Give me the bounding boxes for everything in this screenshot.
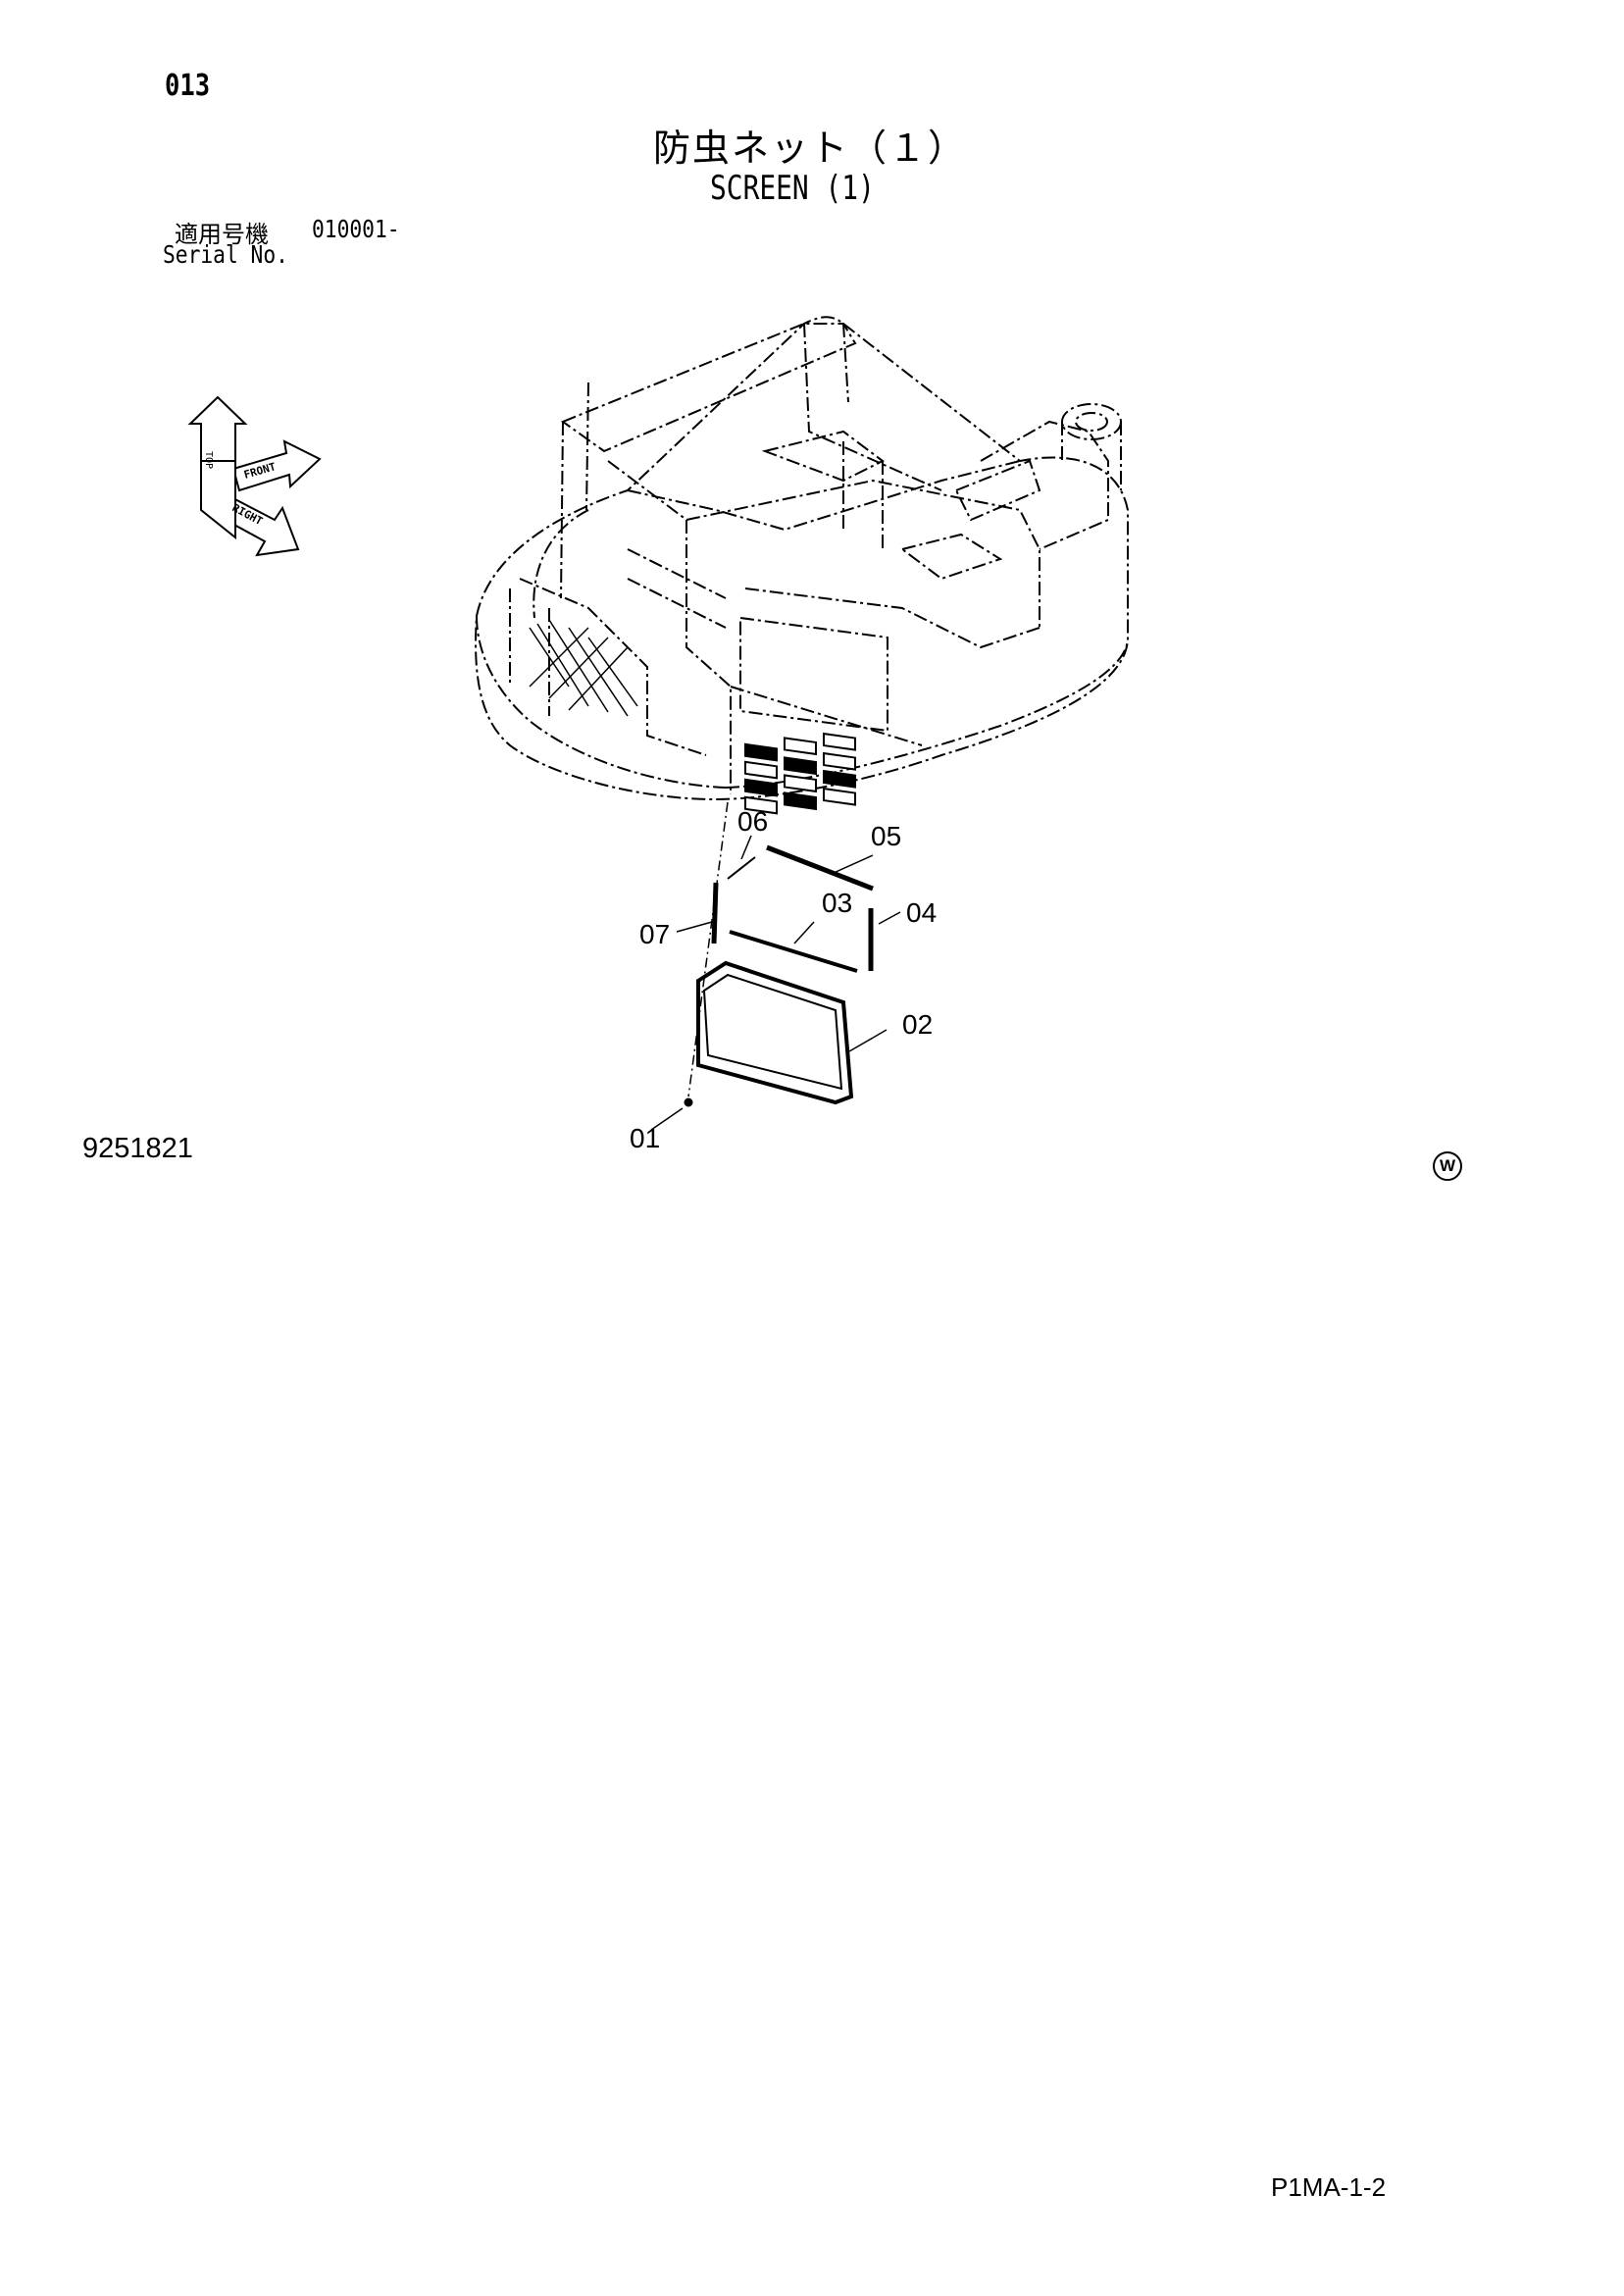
- callout-06: 06: [737, 806, 768, 837]
- part-05-strip: [766, 844, 874, 892]
- drawing-number: 9251821: [82, 1133, 193, 1164]
- top-arrow-icon: [187, 395, 248, 462]
- w-circle-mark: W: [1433, 1151, 1462, 1181]
- part-06-strip: [727, 856, 756, 880]
- page-title-japanese: 防虫ネット（１）: [653, 127, 968, 170]
- screen-parts: [684, 844, 874, 1107]
- callout-02: 02: [902, 1009, 933, 1040]
- serial-number-value: 010001-: [312, 215, 400, 243]
- callout-05: 05: [871, 821, 901, 851]
- orientation-label-top: TOP: [203, 451, 214, 469]
- page-code: P1MA-1-2: [1271, 2172, 1387, 2202]
- callout-04: 04: [906, 897, 937, 928]
- page-number: 013: [165, 69, 211, 103]
- part-07-strip: [711, 882, 719, 944]
- front-arrow-icon: [231, 439, 322, 492]
- callout-leaders: [650, 835, 901, 1131]
- callout-07: 07: [639, 919, 670, 949]
- page-title-english: SCREEN (1): [710, 169, 875, 208]
- swing-post: [1061, 403, 1122, 490]
- callout-01: 01: [630, 1123, 660, 1153]
- orientation-icon: TOP FRONT RIGHT: [187, 395, 322, 557]
- hatched-area: [529, 619, 638, 717]
- radiator-grille: [739, 616, 888, 815]
- part-02-screen-frame: [696, 960, 854, 1105]
- part-01-bolt: [684, 1097, 693, 1107]
- serial-label-japanese: 適用号機: [175, 221, 269, 248]
- upper-frame-phantom: [475, 316, 1129, 801]
- callout-03: 03: [822, 888, 852, 918]
- part-03-strip: [729, 930, 858, 973]
- serial-label-english: Serial No.: [163, 240, 288, 269]
